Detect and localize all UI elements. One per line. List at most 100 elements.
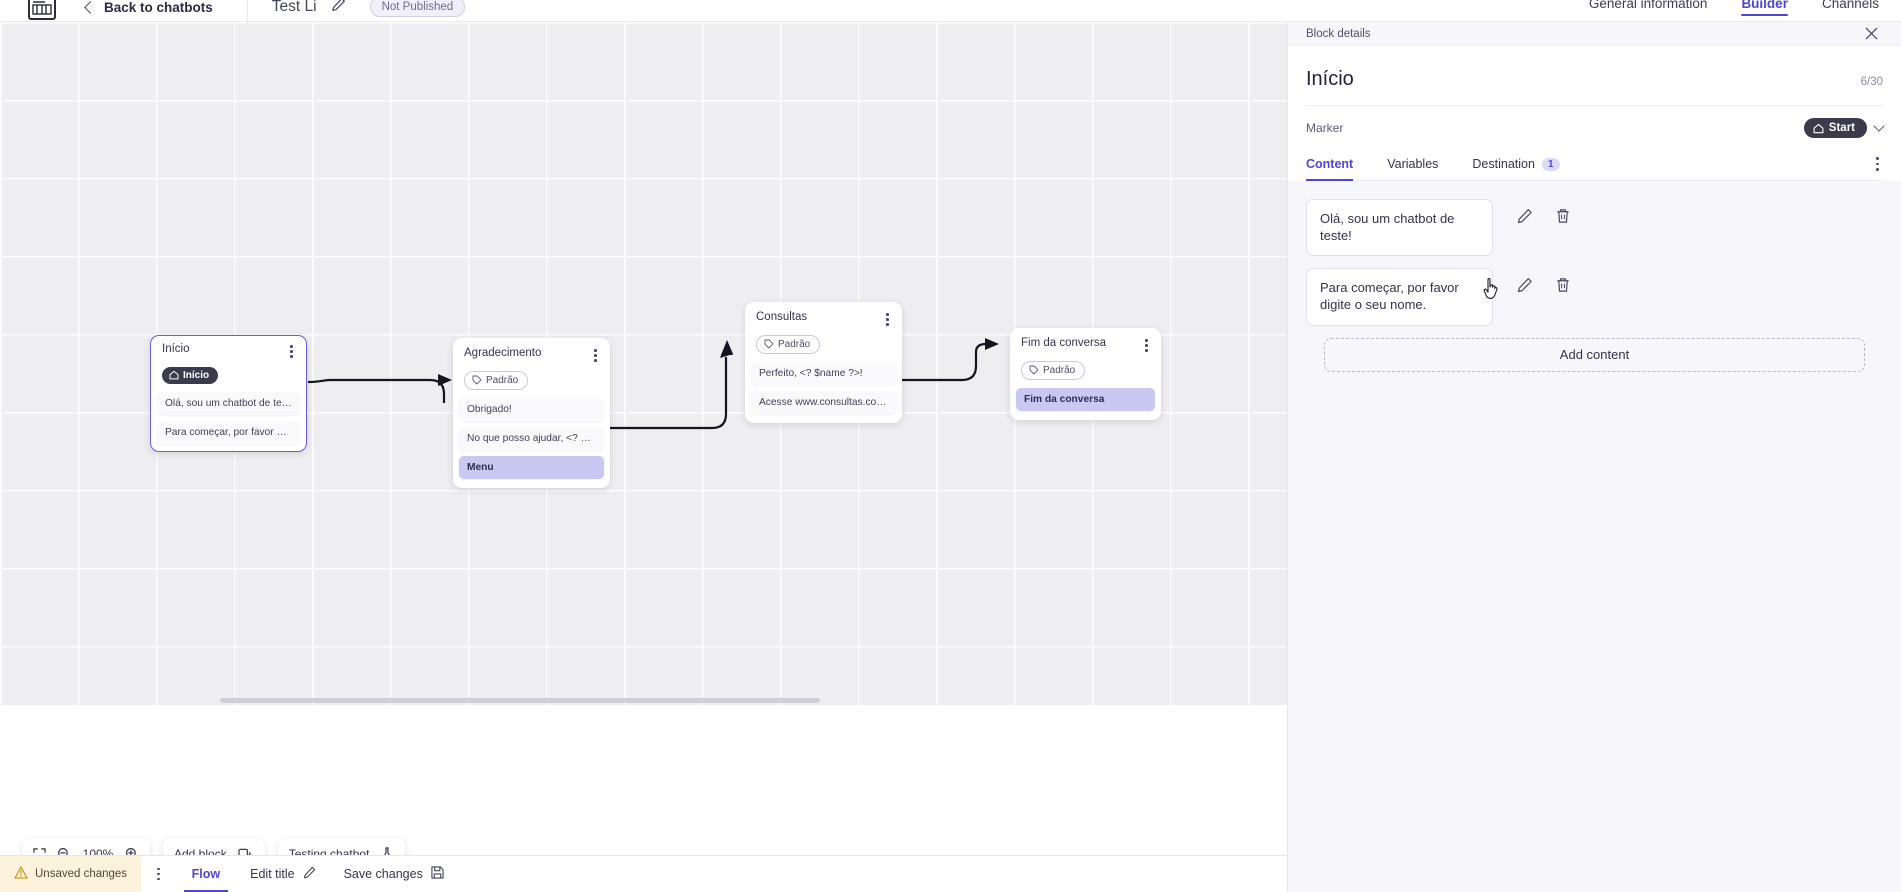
app-logo-icon[interactable] xyxy=(28,0,56,20)
content-text[interactable]: Olá, sou um chatbot de teste! xyxy=(1306,199,1493,257)
save-disk-icon xyxy=(431,866,444,882)
flow-node-agradecimento[interactable]: Agradecimento Padrão Obrigado! No que po… xyxy=(453,338,610,488)
node-more-options-icon[interactable] xyxy=(1142,337,1151,354)
divider xyxy=(246,0,248,26)
marker-pill: Start xyxy=(1803,118,1867,138)
chevron-down-icon xyxy=(1873,120,1885,132)
content-item-actions xyxy=(1493,268,1571,293)
content-text[interactable]: Para começar, por favor digite o seu nom… xyxy=(1306,268,1493,326)
node-row[interactable]: Olá, sou um chatbot de teste! xyxy=(157,391,300,415)
edit-title-label: Edit title xyxy=(250,867,295,881)
unsaved-changes-badge: Unsaved changes xyxy=(0,856,142,892)
add-content-button[interactable]: Add content xyxy=(1324,337,1865,372)
node-more-options-icon[interactable] xyxy=(591,347,600,364)
tab-destination-label: Destination xyxy=(1472,157,1535,171)
footer-tab-flow[interactable]: Flow xyxy=(176,856,236,892)
node-row[interactable]: Obrigado! xyxy=(459,397,604,421)
tab-general-information[interactable]: General information xyxy=(1588,0,1708,11)
block-details-panel: Block details Início 6/30 Marker xyxy=(1287,22,1901,892)
pencil-icon[interactable] xyxy=(1517,277,1533,293)
node-badge-default: Padrão xyxy=(1021,360,1086,380)
node-title: Consultas xyxy=(756,311,808,323)
save-changes-button[interactable]: Save changes xyxy=(330,866,458,882)
footer-bar: Unsaved changes Flow Edit title Save cha… xyxy=(0,855,1287,892)
node-row[interactable]: Perfeito, <? $name ?>! xyxy=(751,361,896,385)
tag-icon xyxy=(1029,365,1039,375)
panel-header: Block details xyxy=(1288,22,1901,46)
node-header: Fim da conversa xyxy=(1010,337,1161,354)
footer-more-options-icon[interactable] xyxy=(157,867,160,881)
node-header: Início xyxy=(151,343,306,360)
content-item: Para começar, por favor digite o seu nom… xyxy=(1306,268,1883,326)
node-header: Consultas xyxy=(745,311,902,328)
tab-variables[interactable]: Variables xyxy=(1387,148,1454,180)
node-row-fim[interactable]: Fim da conversa xyxy=(1016,387,1155,411)
node-badge-label: Início xyxy=(183,369,210,381)
chatbot-title: Test Li xyxy=(271,0,317,15)
node-header: Agradecimento xyxy=(453,347,610,364)
node-row[interactable]: Acesse www.consultas.com par... xyxy=(751,390,896,414)
node-row[interactable]: No que posso ajudar, <? $name ... xyxy=(459,426,604,450)
pencil-icon[interactable] xyxy=(1517,208,1533,224)
flow-node-fim-da-conversa[interactable]: Fim da conversa Padrão Fim da conversa xyxy=(1010,328,1161,420)
node-title: Início xyxy=(162,343,190,356)
flow-node-consultas[interactable]: Consultas Padrão Perfeito, <? $name ?>! … xyxy=(745,302,902,423)
top-bar: Back to chatbots Test Li Not Published G… xyxy=(0,0,1901,26)
node-more-options-icon[interactable] xyxy=(287,343,296,360)
tab-builder[interactable]: Builder xyxy=(1741,0,1788,16)
trash-icon[interactable] xyxy=(1555,208,1571,224)
unsaved-changes-label: Unsaved changes xyxy=(35,868,128,880)
edit-title-button[interactable]: Edit title xyxy=(236,866,329,882)
marker-row: Marker Start xyxy=(1306,106,1885,148)
top-nav-tabs: General information Builder Channels xyxy=(1589,0,1879,22)
tag-icon xyxy=(472,375,482,385)
node-rows: Obrigado! No que posso ajudar, <? $name … xyxy=(453,397,610,479)
node-row[interactable]: Para começar, por favor digite o ... xyxy=(157,420,300,444)
marker-select[interactable]: Start xyxy=(1803,118,1885,138)
home-icon xyxy=(169,371,179,380)
node-badge-label: Padrão xyxy=(486,374,519,386)
back-to-chatbots-label: Back to chatbots xyxy=(104,0,213,15)
content-item-actions xyxy=(1493,199,1571,224)
pencil-icon xyxy=(303,866,316,882)
panel-more-options-icon[interactable] xyxy=(1872,151,1883,177)
panel-char-count: 6/30 xyxy=(1860,76,1883,88)
tab-destination[interactable]: Destination 1 xyxy=(1472,148,1575,180)
node-rows: Perfeito, <? $name ?>! Acesse www.consul… xyxy=(745,361,902,414)
tag-icon xyxy=(764,339,774,349)
panel-title-row: Início 6/30 xyxy=(1306,46,1883,106)
content-list: Olá, sou um chatbot de teste! xyxy=(1288,181,1901,741)
fit-screen-icon[interactable] xyxy=(33,847,46,861)
node-badge-default: Padrão xyxy=(756,334,821,354)
node-badge-label: Padrão xyxy=(1043,364,1076,376)
save-changes-label: Save changes xyxy=(343,867,423,881)
node-title: Fim da conversa xyxy=(1021,337,1107,349)
flow-node-inicio[interactable]: Início Início Olá, sou um chatbot de tes… xyxy=(150,335,307,453)
flow-canvas[interactable]: Início Início Olá, sou um chatbot de tes… xyxy=(0,22,1287,705)
panel-header-label: Block details xyxy=(1306,27,1371,40)
close-icon[interactable] xyxy=(1864,26,1879,41)
node-row-menu[interactable]: Menu xyxy=(459,455,604,479)
warning-triangle-icon xyxy=(14,866,28,882)
node-badge-label: Padrão xyxy=(778,338,811,350)
canvas-horizontal-scrollbar[interactable] xyxy=(220,698,820,703)
tab-destination-badge: 1 xyxy=(1541,157,1560,171)
node-badge-start: Início xyxy=(162,366,219,384)
trash-icon[interactable] xyxy=(1555,277,1571,293)
back-to-chatbots-button[interactable]: Back to chatbots xyxy=(84,0,213,15)
node-more-options-icon[interactable] xyxy=(883,311,892,328)
node-rows: Olá, sou um chatbot de teste! Para começ… xyxy=(151,391,306,444)
tab-channels[interactable]: Channels xyxy=(1821,0,1879,11)
marker-label: Marker xyxy=(1306,121,1344,135)
panel-body: Início 6/30 Marker Start Conten xyxy=(1288,46,1901,181)
marker-value: Start xyxy=(1828,122,1855,134)
node-badge-default: Padrão xyxy=(464,370,529,390)
pencil-icon[interactable] xyxy=(331,0,346,17)
status-badge: Not Published xyxy=(369,0,466,17)
content-item: Olá, sou um chatbot de teste! xyxy=(1306,199,1883,257)
panel-title: Início xyxy=(1306,68,1354,90)
panel-tabs: Content Variables Destination 1 xyxy=(1306,148,1883,181)
node-rows: Fim da conversa xyxy=(1010,387,1161,411)
home-icon xyxy=(1813,123,1824,133)
tab-content[interactable]: Content xyxy=(1306,148,1369,181)
